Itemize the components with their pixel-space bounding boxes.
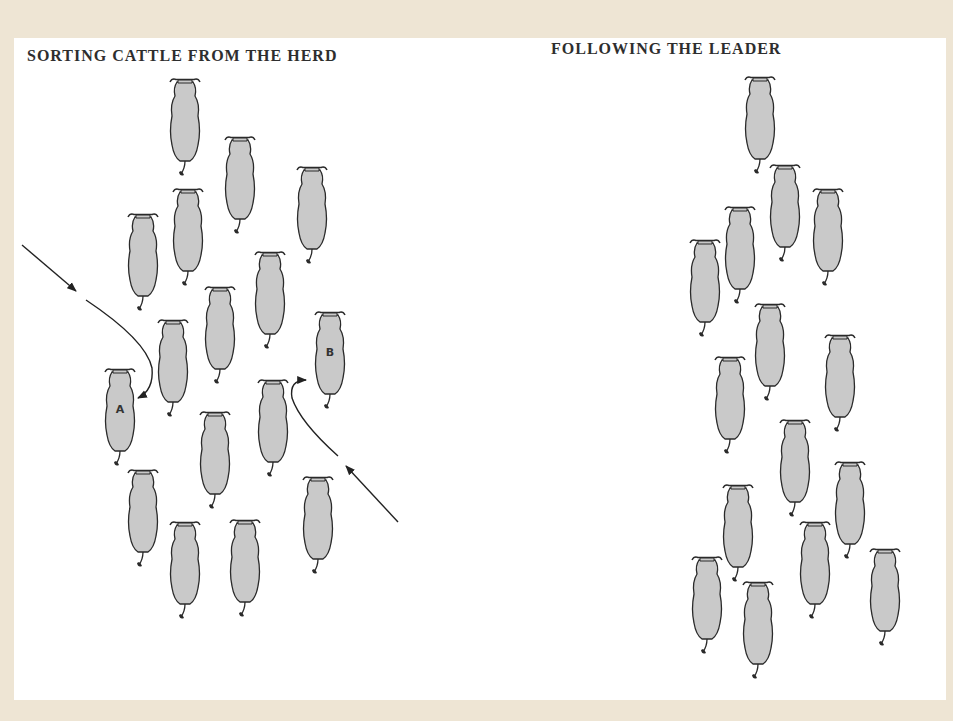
cow xyxy=(745,77,775,173)
rider-path-arrows xyxy=(22,245,398,522)
cow xyxy=(755,304,785,400)
cow xyxy=(725,207,755,303)
cow-node: B xyxy=(310,308,350,408)
rider-path xyxy=(22,245,76,291)
cow xyxy=(225,137,255,233)
cow xyxy=(303,477,333,573)
cow xyxy=(158,320,188,416)
cow xyxy=(870,549,900,645)
cow xyxy=(173,189,203,285)
cow xyxy=(743,582,773,678)
cow-herd-left xyxy=(128,79,333,618)
cow xyxy=(835,462,865,558)
cow xyxy=(255,252,285,348)
cow-herd-right xyxy=(690,77,900,678)
cow xyxy=(825,335,855,431)
cow-letter: A xyxy=(100,403,140,417)
cow xyxy=(170,522,200,618)
cow xyxy=(813,189,843,285)
panel-heading: SORTING CATTLE FROM THE HERD xyxy=(27,47,337,65)
cow xyxy=(200,412,230,508)
cow xyxy=(128,470,158,566)
cow-letter: B xyxy=(310,346,350,360)
cow-node: A xyxy=(100,365,140,465)
cow xyxy=(205,287,235,383)
panel-heading: FOLLOWING THE LEADER xyxy=(551,40,781,58)
cow-outline xyxy=(105,369,135,465)
cow xyxy=(780,420,810,516)
cow xyxy=(800,522,830,618)
cow xyxy=(770,165,800,261)
cow xyxy=(692,557,722,653)
cow xyxy=(690,240,720,336)
cow xyxy=(715,357,745,453)
rider-path xyxy=(346,466,398,522)
cow xyxy=(170,79,200,175)
cow xyxy=(297,167,327,263)
cow xyxy=(723,485,753,581)
cow xyxy=(258,380,288,476)
cow xyxy=(128,214,158,310)
cow-outline xyxy=(315,312,345,408)
cow xyxy=(230,520,260,616)
